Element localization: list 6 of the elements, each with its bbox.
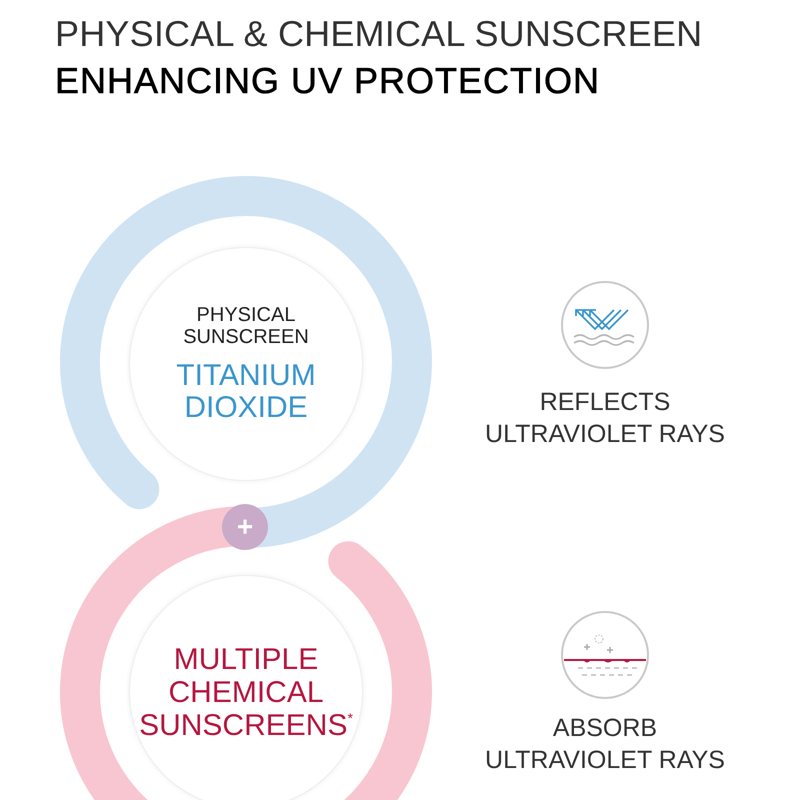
ingredient-name: MULTIPLE CHEMICAL SUNSCREENS$^{*}$ <box>138 642 354 742</box>
category-text: PHYSICAL SUNSCREEN <box>182 304 310 348</box>
feature-caption: ABSORB ULTRAVIOLET RAYS <box>484 713 726 776</box>
feature-caption: REFLECTS ULTRAVIOLET RAYS <box>484 387 726 450</box>
ingredient-name: TITANIUM DIOXIDE <box>175 360 317 424</box>
title: PHYSICAL & CHEMICAL SUNSCREEN ENHANCING UV PROTECTION <box>55 12 702 103</box>
